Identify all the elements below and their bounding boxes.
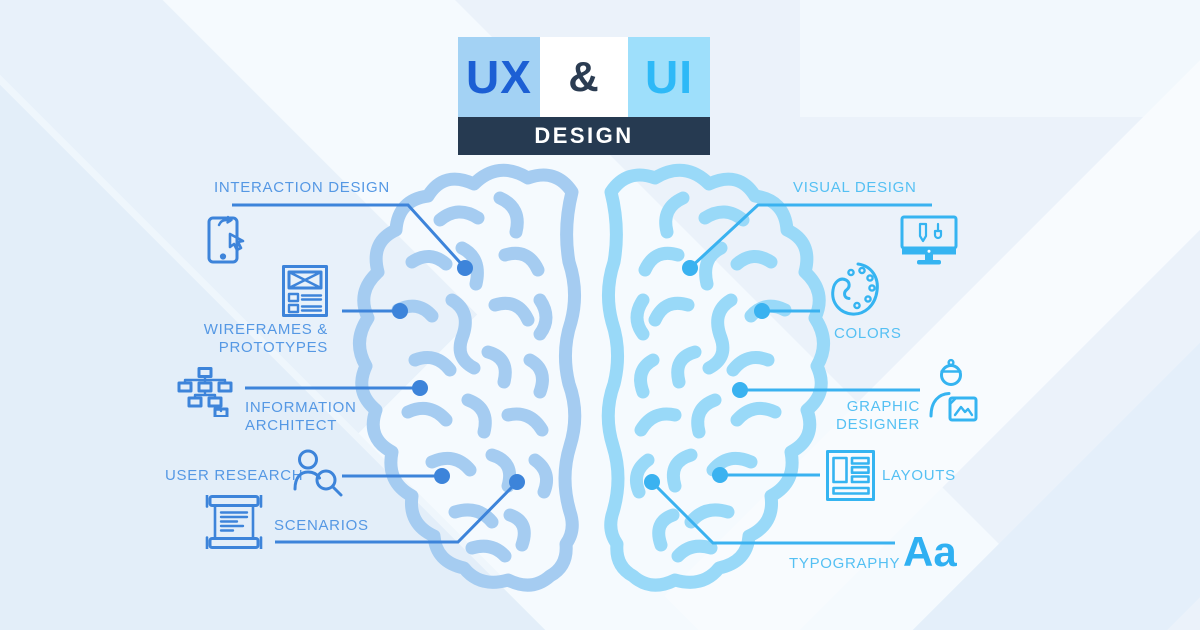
- scenarios-label: SCENARIOS: [274, 517, 369, 534]
- ux-header-box: UX: [458, 37, 540, 117]
- ux-connector-dots: [392, 260, 525, 490]
- colors-label: COLORS: [834, 325, 902, 342]
- connector-dot: [392, 303, 408, 319]
- graphic-designer-icon: [927, 358, 979, 424]
- ui-connector-dots: [644, 260, 770, 490]
- brain-right-half: [608, 170, 823, 585]
- ampersand-box: &: [540, 37, 628, 117]
- label-line: ARCHITECT: [245, 416, 338, 434]
- connector-dot: [434, 468, 450, 484]
- connector-dot: [712, 467, 728, 483]
- user-research-label: USER RESEARCH: [165, 467, 304, 484]
- label-line: DESIGNER: [836, 415, 920, 433]
- connector-dot: [754, 303, 770, 319]
- wireframe-document-icon: [282, 265, 328, 317]
- ui-connector-lines: [650, 203, 932, 545]
- label-line: PROTOTYPES: [218, 338, 328, 356]
- connector-dot: [732, 382, 748, 398]
- design-title-bar: DESIGN: [458, 117, 710, 155]
- ampersand-glyph: &: [568, 53, 600, 100]
- scroll-icon: [204, 495, 264, 549]
- graphic-designer-label: GRAPHIC DESIGNER: [800, 398, 920, 433]
- connector-dot: [457, 260, 473, 276]
- ui-header-box: UI: [628, 37, 710, 117]
- brain-left-half: [359, 170, 574, 585]
- bg-top-right-band: [800, 0, 1200, 117]
- tablet-touch-icon: [207, 210, 251, 270]
- ux-connector-lines: [232, 203, 519, 544]
- sitemap-icon: [176, 367, 234, 417]
- connector-dot: [644, 474, 660, 490]
- visual-design-label: VISUAL DESIGN: [793, 179, 917, 196]
- interaction-design-label: INTERACTION DESIGN: [214, 179, 390, 196]
- information-architect-label: INFORMATION ARCHITECT: [245, 399, 357, 434]
- user-search-icon: [293, 449, 345, 497]
- typography-aa-sample: Aa: [903, 528, 957, 575]
- label-line: WIREFRAMES &: [203, 321, 328, 338]
- layout-grid-icon: [826, 450, 876, 502]
- ui-header-label: UI: [645, 51, 693, 103]
- typography-label: TYPOGRAPHY: [789, 555, 901, 572]
- design-title-label: DESIGN: [534, 123, 634, 148]
- connector-dot: [412, 380, 428, 396]
- palette-icon: [829, 261, 881, 319]
- label-line: INFORMATION: [245, 399, 357, 416]
- label-line: GRAPHIC: [846, 398, 920, 415]
- wireframes-prototypes-label: WIREFRAMES & PROTOTYPES: [178, 321, 328, 356]
- ux-header-label: UX: [466, 51, 532, 103]
- connector-dot: [682, 260, 698, 276]
- layouts-label: LAYOUTS: [882, 467, 956, 484]
- monitor-design-icon: [900, 215, 958, 267]
- connector-dot: [509, 474, 525, 490]
